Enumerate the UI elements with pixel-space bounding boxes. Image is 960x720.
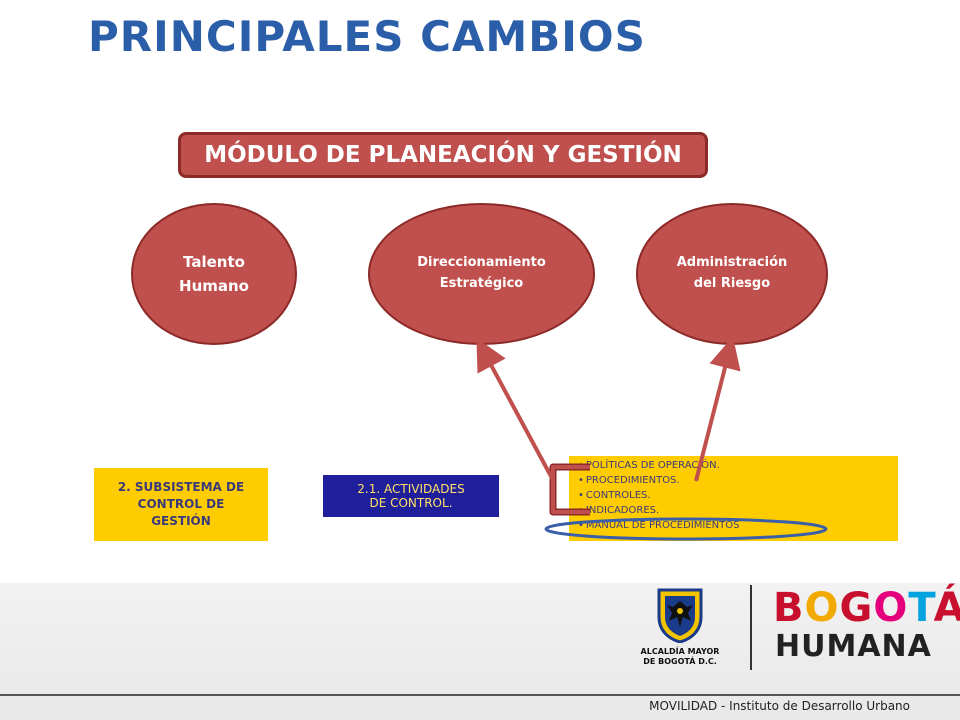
logo-divider — [750, 585, 752, 670]
bogota-humana-logo-wordmark: BOGOTÁ — [773, 588, 960, 628]
ellipse-label-line2: Humano — [179, 277, 249, 295]
ellipse-label-line1: Direccionamiento — [417, 255, 546, 271]
activities-line1: 2.1. ACTIVIDADES — [357, 481, 465, 496]
ellipse-talento-humano: Talento Humano — [131, 203, 297, 345]
bogota-humana-logo-line2: HUMANA — [775, 629, 932, 664]
list-item: PROCEDIMIENTOS. — [578, 473, 898, 488]
ellipse-administracion-riesgo: Administración del Riesgo — [636, 203, 828, 345]
ellipse-label-line1: Administración — [676, 255, 788, 271]
ellipse-label-line2: del Riesgo — [693, 276, 771, 291]
logo-letter: G — [839, 585, 874, 631]
alcaldia-line2: DE BOGOTÁ D.C. — [643, 657, 717, 666]
bogota-crest-icon — [657, 588, 703, 643]
list-item: CONTROLES. — [578, 488, 898, 503]
activities-line2: DE CONTROL. — [369, 496, 453, 510]
alcaldia-line1: ALCALDÍA MAYOR — [640, 647, 720, 656]
subsystem-box: 2. SUBSISTEMA DE CONTROL DE GESTIÓN — [94, 468, 268, 541]
controls-list-box: POLÍTICAS DE OPERACIÓN. PROCEDIMIENTOS. … — [569, 456, 898, 541]
ellipse-direccionamiento-estrategico: Direccionamiento Estratégico — [368, 203, 595, 345]
list-item: POLÍTICAS DE OPERACIÓN. — [578, 458, 898, 473]
list-item: INDICADORES. — [578, 503, 898, 518]
list-item: MANUAL DE PROCEDIMIENTOS — [578, 518, 898, 533]
logo-letter: Á — [933, 585, 960, 631]
logo-letter: T — [908, 585, 934, 631]
ellipse-label-line1: Talento — [183, 253, 245, 271]
arrow-to-direccionamiento — [476, 337, 555, 481]
footer-caption: MOVILIDAD - Instituto de Desarrollo Urba… — [649, 699, 910, 713]
controls-list: POLÍTICAS DE OPERACIÓN. PROCEDIMIENTOS. … — [569, 456, 898, 533]
footer-rule — [0, 694, 960, 696]
ellipse-label-line2: Estratégico — [439, 276, 524, 291]
subsystem-line1: 2. SUBSISTEMA DE — [117, 480, 245, 495]
module-header: MÓDULO DE PLANEACIÓN Y GESTIÓN — [178, 132, 708, 178]
activities-box: 2.1. ACTIVIDADES DE CONTROL. — [323, 475, 499, 517]
subsystem-line2: CONTROL DE — [137, 497, 225, 512]
logo-letter: O — [804, 585, 840, 631]
footer-band — [0, 583, 960, 720]
alcaldia-caption: ALCALDÍA MAYOR DE BOGOTÁ D.C. — [632, 647, 728, 667]
slide-title: PRINCIPALES CAMBIOS — [88, 12, 646, 61]
logo-letter: B — [773, 585, 805, 631]
logo-letter: O — [873, 585, 909, 631]
subsystem-line3: GESTIÓN — [151, 513, 211, 528]
